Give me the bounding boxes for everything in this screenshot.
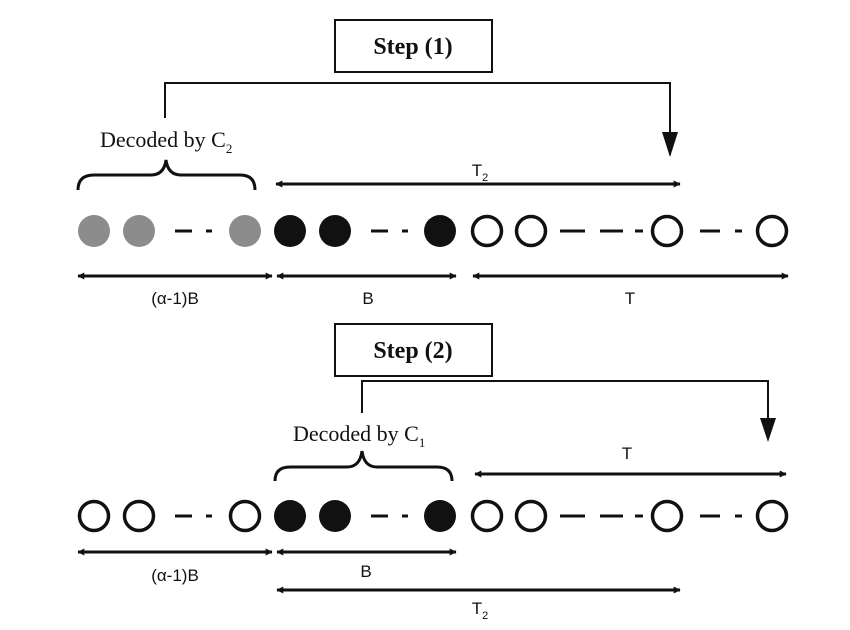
step2-title: Step (2) [373, 338, 452, 364]
black-circle [424, 215, 456, 247]
open-circle [470, 499, 504, 533]
black-circle [274, 500, 306, 532]
open-circle [514, 499, 548, 533]
open-circle [77, 499, 111, 533]
step1-alpha-label: (α-1)B [151, 289, 199, 308]
gray-circle [78, 215, 110, 247]
step1-t-label: T [625, 289, 635, 308]
step2-connector-line [361, 380, 769, 420]
step2-t-label: T [622, 444, 632, 463]
step1-arrowhead-icon [662, 132, 678, 157]
open-circle [122, 499, 156, 533]
open-circle [755, 214, 789, 248]
black-circle [424, 500, 456, 532]
step1-t2-label: T2 [472, 161, 489, 184]
open-circle [755, 499, 789, 533]
step2-t2-label: T2 [472, 599, 489, 622]
step2-arrowhead-icon [760, 418, 776, 442]
step2-b-label: B [360, 562, 371, 581]
gray-circle [229, 215, 261, 247]
step2-sequence [77, 499, 789, 533]
open-circle [514, 214, 548, 248]
step1-sequence [78, 214, 789, 248]
step2-group: Step (2) Decoded by C1 T [77, 323, 789, 622]
open-circle [228, 499, 262, 533]
step1-connector-line [164, 82, 671, 155]
step2-decoded-label: Decoded by C1 [293, 421, 425, 450]
step1-group: Step (1) Decoded by C2 T2 [76, 19, 789, 308]
open-circle [470, 214, 504, 248]
step1-brace [76, 159, 257, 191]
step1-title-box [334, 19, 493, 73]
step2-brace [273, 450, 454, 482]
black-circle [274, 215, 306, 247]
black-circle [319, 500, 351, 532]
open-circle [650, 214, 684, 248]
open-circle [650, 499, 684, 533]
step2-alpha-label: (α-1)B [151, 566, 199, 585]
black-circle [319, 215, 351, 247]
gray-circle [123, 215, 155, 247]
step1-decoded-label: Decoded by C2 [100, 127, 232, 156]
step1-b-label: B [362, 289, 373, 308]
step1-title: Step (1) [373, 34, 452, 60]
step2-title-box [334, 323, 493, 377]
